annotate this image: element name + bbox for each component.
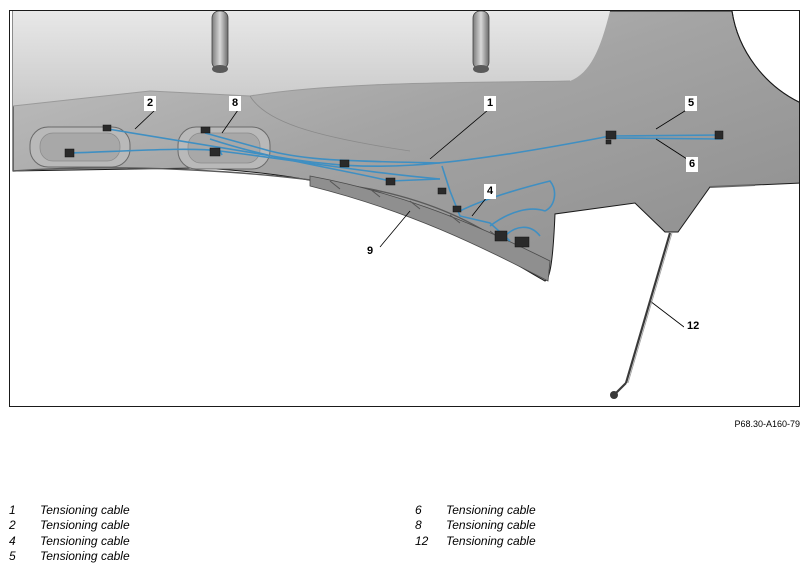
- legend-number: 6: [415, 503, 422, 517]
- callout-8: 8: [229, 96, 242, 111]
- legend-number: 5: [9, 548, 16, 563]
- callout-6: 6: [686, 157, 699, 172]
- recess-left: [29, 126, 131, 168]
- legend-label: Tensioning cable: [40, 533, 130, 548]
- callout-12: 12: [684, 319, 703, 334]
- legend-number: 1: [9, 503, 16, 517]
- diagram-figure: 2 8 1 5 6 4 9 12: [9, 10, 800, 407]
- legend-label: Tensioning cable: [446, 518, 536, 533]
- diagram-illustration: [12, 11, 799, 399]
- legend-label: Tensioning cable: [446, 533, 536, 548]
- leader-lines: [134, 108, 691, 328]
- callout-4: 4: [484, 184, 497, 199]
- support-rod-center: [472, 11, 490, 73]
- support-rod-left: [211, 11, 229, 73]
- legend-number: 2: [9, 518, 16, 533]
- support-strut: [610, 232, 673, 399]
- callout-1: 1: [484, 96, 497, 111]
- legend-number: 8: [415, 518, 422, 533]
- legend-number: 12: [415, 533, 429, 548]
- legend-number: 4: [9, 533, 16, 548]
- body-panel: [12, 11, 799, 282]
- legend-label: Tensioning cable: [40, 548, 130, 563]
- lower-flange: [309, 175, 551, 282]
- legend-label: Tensioning cable: [446, 503, 536, 517]
- figure-reference: P68.30-A160-79: [734, 419, 800, 429]
- legend-label: Tensioning cable: [40, 518, 130, 533]
- legend-label: Tensioning cable: [40, 503, 130, 517]
- callout-9: 9: [364, 244, 377, 259]
- callout-5: 5: [685, 96, 698, 111]
- callout-2: 2: [144, 96, 157, 111]
- tensioning-cables: [69, 128, 723, 242]
- cable-clips: [64, 124, 724, 248]
